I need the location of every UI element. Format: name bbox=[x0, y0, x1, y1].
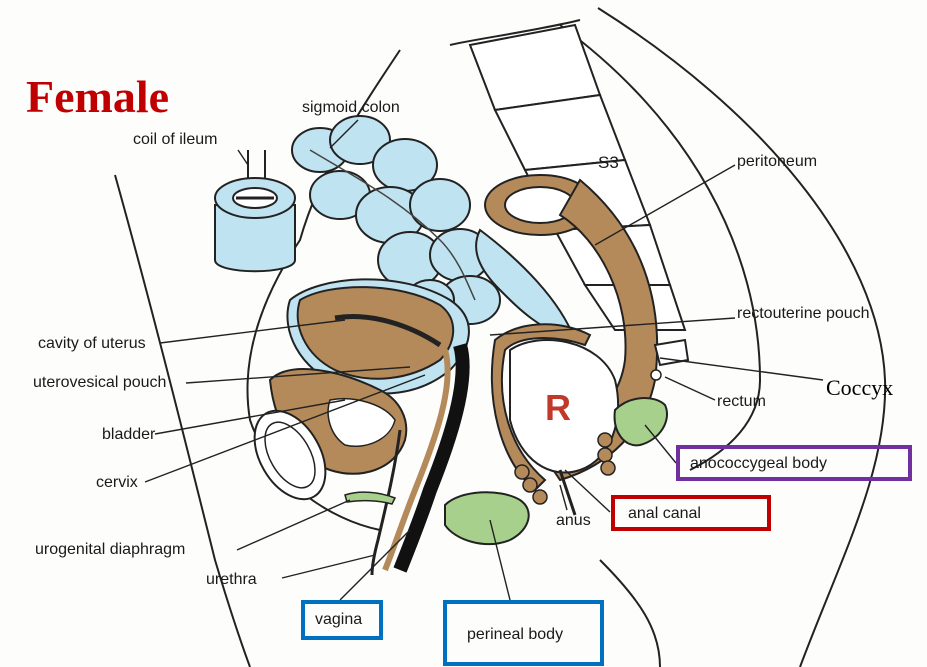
label-rectum: rectum bbox=[717, 394, 766, 410]
coil-of-ileum bbox=[215, 150, 295, 271]
label-cervix: cervix bbox=[96, 475, 138, 491]
anococcygeal-body-box: anococcygeal body bbox=[676, 445, 912, 481]
label-urogenital-diaphragm: urogenital diaphragm bbox=[35, 542, 185, 558]
label-peritoneum: peritoneum bbox=[737, 154, 817, 170]
perineal-body-shape bbox=[445, 492, 529, 544]
label-anal-canal: anal canal bbox=[628, 506, 767, 522]
label-uterovesical-pouch: uterovesical pouch bbox=[33, 375, 166, 391]
label-rectouterine-pouch: rectouterine pouch bbox=[737, 306, 870, 322]
pelvic-floor-contour bbox=[600, 560, 660, 667]
label-urethra: urethra bbox=[206, 572, 257, 588]
label-perineal-body: perineal body bbox=[467, 627, 600, 643]
label-coil-of-ileum: coil of ileum bbox=[133, 132, 217, 148]
label-sigmoid-colon: sigmoid colon bbox=[302, 100, 400, 116]
anal-canal-box: anal canal bbox=[611, 495, 771, 531]
label-bladder: bladder bbox=[102, 427, 155, 443]
vagina-box: vagina bbox=[301, 600, 383, 640]
label-vagina: vagina bbox=[315, 612, 379, 628]
page-title: Female bbox=[26, 74, 169, 120]
rectum-marker: R bbox=[545, 390, 571, 426]
label-coccyx: Coccyx bbox=[826, 377, 893, 399]
label-anus: anus bbox=[556, 513, 591, 529]
label-anococcygeal-body: anococcygeal body bbox=[690, 456, 908, 472]
anococcygeal-body-shape bbox=[615, 398, 667, 445]
vertebra-label-s3: S3 bbox=[598, 153, 619, 172]
label-cavity-of-uterus: cavity of uterus bbox=[38, 336, 146, 352]
perineal-body-box: perineal body bbox=[443, 600, 604, 666]
